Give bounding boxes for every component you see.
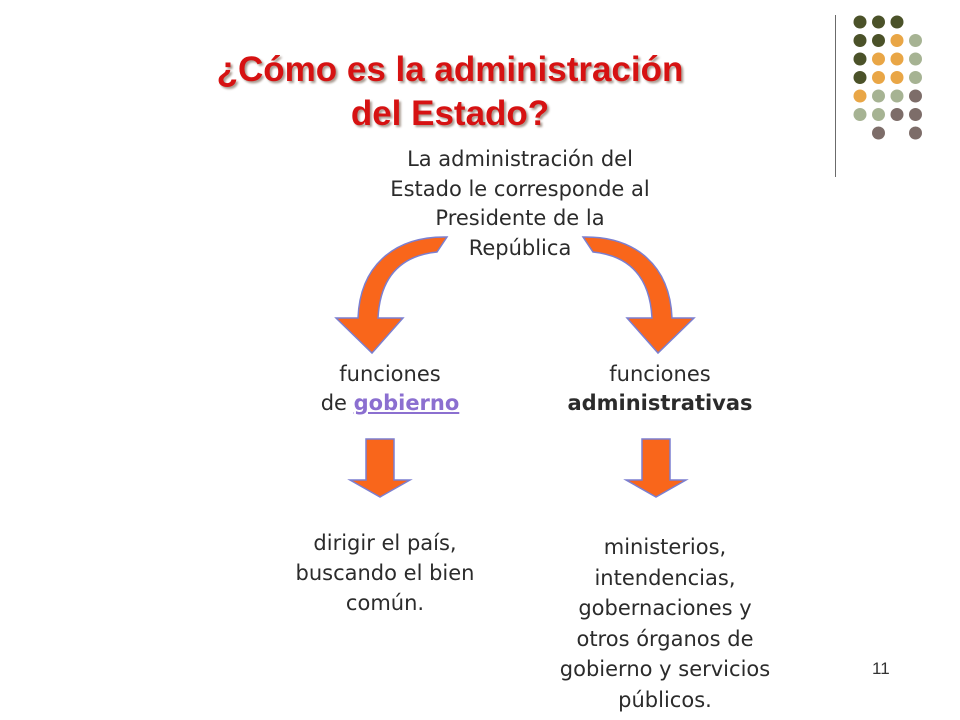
left-desc-line-1: dirigir el país,	[313, 531, 457, 555]
title-line-1: ¿Cómo es la administración	[216, 50, 684, 89]
decorative-dot	[890, 15, 904, 29]
gobierno-link[interactable]: gobierno	[353, 391, 460, 415]
intro-line-3: Presidente de la	[435, 206, 605, 230]
left-desc-line-2: buscando el bien	[295, 561, 475, 585]
decorative-dot	[872, 34, 885, 47]
decorative-dot	[853, 52, 867, 66]
decorative-dot	[872, 108, 885, 121]
decorative-dot	[853, 71, 867, 84]
decorative-dot	[872, 126, 885, 140]
decorative-dot	[890, 89, 904, 103]
decorative-dot	[909, 34, 922, 47]
right-desc-line-1: ministerios,	[603, 535, 727, 559]
down-arrow-left-icon	[347, 438, 413, 498]
right-desc-line-5: gobierno y servicios	[559, 657, 771, 681]
left-heading-line-2: de gobierno	[285, 389, 495, 418]
intro-line-1: La administración del	[407, 147, 633, 171]
right-desc-line-4: otros órganos de	[576, 626, 754, 651]
right-heading: funciones administrativas	[540, 360, 780, 418]
right-desc-line-2: intendencias,	[594, 565, 736, 590]
decorative-dot	[890, 34, 904, 47]
divider-line	[835, 15, 836, 177]
decorative-dot	[872, 71, 885, 84]
decorative-dot	[909, 126, 922, 140]
decorative-dot	[890, 108, 904, 121]
decorative-dot	[853, 15, 867, 29]
right-desc-line-6: públicos.	[618, 687, 712, 712]
right-description: ministerios, intendencias, gobernaciones…	[520, 532, 810, 715]
decorative-dot	[890, 71, 904, 84]
curved-arrow-right-icon	[581, 236, 696, 355]
page-title: ¿Cómo es la administración del Estado?	[150, 48, 750, 136]
decorative-dot	[853, 34, 867, 47]
title-line-2: del Estado?	[350, 94, 550, 133]
decorative-dot	[890, 52, 904, 66]
left-heading: funciones de gobierno	[285, 360, 495, 418]
decorative-dot	[872, 15, 885, 29]
intro-text: La administración del Estado le correspo…	[340, 145, 700, 263]
left-description: dirigir el país, buscando el bien común.	[260, 528, 510, 618]
right-heading-bold: administrativas	[567, 391, 753, 415]
right-desc-line-3: gobernaciones y	[578, 596, 752, 620]
left-heading-line-1: funciones	[339, 362, 441, 386]
decorative-dot	[872, 52, 885, 66]
left-desc-line-3: común.	[345, 591, 425, 615]
left-heading-prefix: de	[320, 391, 354, 415]
right-heading-line-1: funciones	[609, 362, 711, 386]
curved-arrow-left-icon	[334, 236, 449, 355]
decorative-dot	[909, 52, 922, 66]
decorative-dot	[909, 89, 922, 103]
down-arrow-right-icon	[623, 438, 689, 498]
decorative-dot	[909, 108, 922, 121]
decorative-dot	[872, 89, 885, 103]
page-number: 11	[872, 659, 890, 678]
decorative-dot	[853, 108, 867, 121]
intro-line-4: República	[468, 235, 572, 260]
intro-line-2: Estado le corresponde al	[390, 176, 650, 201]
decorative-dot	[853, 89, 867, 103]
decorative-dot	[909, 71, 922, 84]
